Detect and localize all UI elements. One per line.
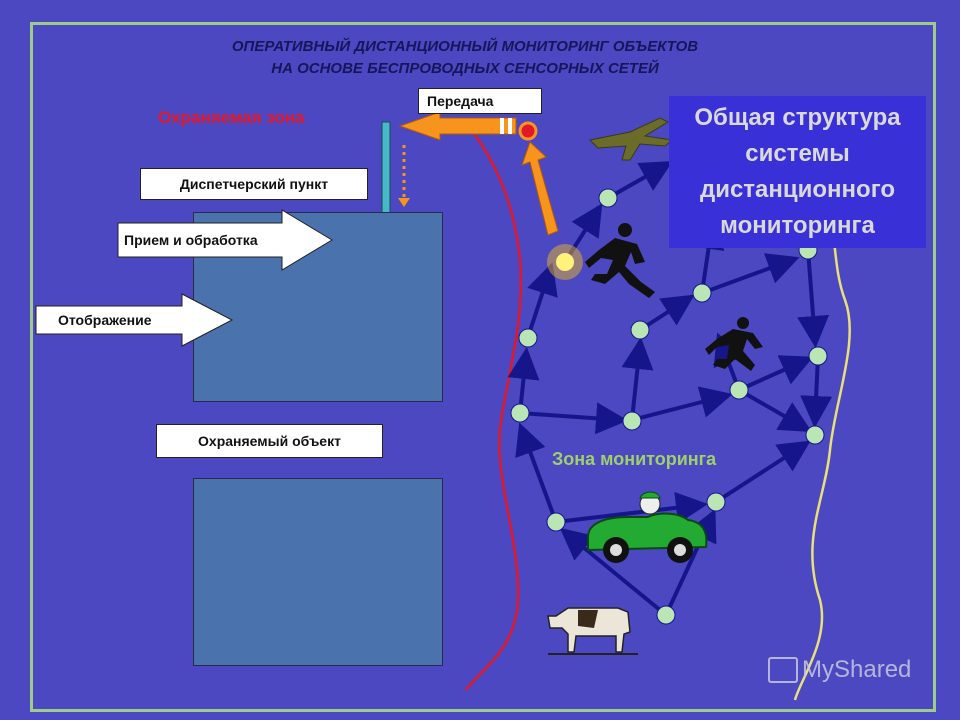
sensor-node bbox=[706, 492, 726, 512]
network-arrow bbox=[526, 262, 558, 338]
sensor-node bbox=[546, 512, 566, 532]
protected-zone-label: Охраняемая зона bbox=[158, 108, 305, 127]
watermark-text: MyShared bbox=[802, 656, 912, 683]
receive-process-label: Прием и обработка bbox=[124, 232, 258, 248]
network-arrow bbox=[797, 249, 830, 348]
network-arrow bbox=[701, 253, 800, 295]
sensor-node bbox=[518, 328, 538, 348]
watermark: MyShared bbox=[768, 656, 911, 684]
car-icon bbox=[587, 491, 708, 563]
sensor-node bbox=[805, 425, 825, 445]
network-arrow bbox=[738, 355, 814, 392]
sensor-node bbox=[510, 403, 530, 423]
aircraft-icon bbox=[588, 117, 674, 161]
sensor-node bbox=[729, 380, 749, 400]
title-line-4: мониторинга bbox=[720, 212, 875, 239]
running-person-icon bbox=[705, 317, 763, 371]
sensor-light-icon bbox=[547, 244, 583, 280]
protected-object-box bbox=[193, 478, 443, 666]
title-line-2: системы bbox=[745, 140, 850, 167]
display-label: Отображение bbox=[58, 312, 152, 328]
transmission-arrow bbox=[398, 111, 517, 141]
sensor-node bbox=[692, 283, 712, 303]
cow-icon bbox=[547, 607, 638, 655]
title-line-1: Общая структура bbox=[694, 104, 901, 131]
network-arrow bbox=[738, 388, 812, 432]
watermark-logo-icon bbox=[768, 657, 798, 683]
sensor-node bbox=[656, 605, 676, 625]
network-arrow bbox=[714, 440, 811, 504]
network-arrow bbox=[607, 161, 673, 200]
network-arrow bbox=[631, 386, 733, 422]
sensor-node bbox=[598, 188, 618, 208]
network-arrow bbox=[559, 527, 668, 617]
sensor-node bbox=[622, 411, 642, 431]
monitoring-zone-label: Зона мониторинга bbox=[552, 449, 717, 469]
title-line-3: дистанционного bbox=[699, 176, 896, 203]
network-arrow bbox=[519, 402, 628, 435]
network-arrow bbox=[621, 337, 654, 421]
dotted-arrowhead bbox=[398, 198, 410, 207]
network-arrow bbox=[800, 355, 833, 428]
uplink-arrow bbox=[521, 141, 559, 236]
network-arrow bbox=[515, 422, 558, 523]
network-arrow bbox=[638, 294, 695, 332]
network-arrow bbox=[507, 347, 540, 414]
red-boundary-line bbox=[464, 134, 522, 691]
header-line-2: НА ОСНОВЕ БЕСПРОВОДНЫХ СЕНСОРНЫХ СЕТЕЙ bbox=[271, 60, 659, 77]
relay-node bbox=[518, 121, 538, 141]
dispatch-point-label: Диспетчерский пункт bbox=[140, 168, 368, 200]
running-person-icon bbox=[585, 223, 655, 298]
title-box: Общая структура системы дистанционного м… bbox=[669, 96, 926, 248]
header-line-1: ОПЕРАТИВНЫЙ ДИСТАНЦИОННЫЙ МОНИТОРИНГ ОБЪ… bbox=[231, 38, 699, 55]
network-arrow bbox=[555, 491, 708, 524]
transmission-label: Передача bbox=[418, 88, 542, 114]
slide-frame bbox=[30, 22, 936, 712]
network-arrow bbox=[563, 203, 603, 264]
sensor-node bbox=[630, 320, 650, 340]
protected-object-label: Охраняемый объект bbox=[156, 424, 383, 458]
sensor-node bbox=[808, 346, 828, 366]
